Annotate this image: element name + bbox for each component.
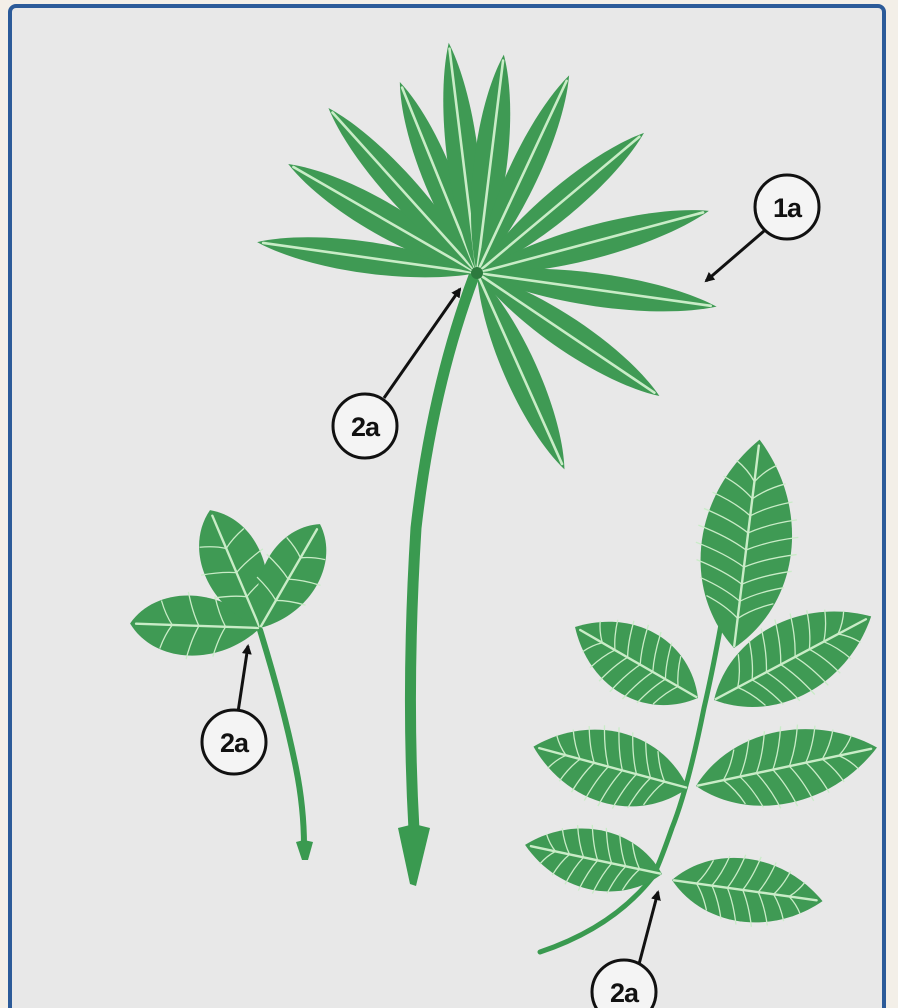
pinnate-leaflet (688, 708, 882, 826)
pinnate-leaflet (556, 594, 718, 732)
pinnate-leaf (518, 433, 882, 952)
label-2a-palmate: 2a (333, 394, 397, 458)
trifoliate-stem-tip (296, 840, 313, 860)
pinnate-leaflets (518, 433, 882, 936)
label-2a-trifoliate: 2a (202, 710, 266, 774)
label-2a-pinnate: 2a (592, 960, 656, 1008)
palmate-stem-tip (398, 824, 430, 886)
label-1a: 1a (755, 175, 819, 239)
palmate-leaflets (255, 41, 719, 476)
label-2a-pinnate-text: 2a (610, 978, 640, 1008)
arrow-1a (706, 231, 764, 281)
palmate-stem (410, 276, 474, 830)
label-2a-palmate-text: 2a (351, 412, 381, 442)
pinnate-leaflet (523, 707, 699, 827)
leaf-diagram: 1a 2a 2a 2a (12, 8, 882, 1008)
palmate-junction (471, 267, 483, 279)
pinnate-leaflet (667, 845, 827, 936)
arrow-pinnate-junction (638, 892, 658, 968)
label-1a-text: 1a (773, 193, 803, 223)
pinnate-leaflet (518, 812, 669, 907)
trifoliate-leaf (129, 497, 347, 860)
arrow-trifoliate-junction (238, 646, 248, 712)
label-2a-trifoliate-text: 2a (220, 728, 250, 758)
illustration-frame: 1a 2a 2a 2a (8, 4, 886, 1008)
trifoliate-leaflets (129, 497, 347, 662)
